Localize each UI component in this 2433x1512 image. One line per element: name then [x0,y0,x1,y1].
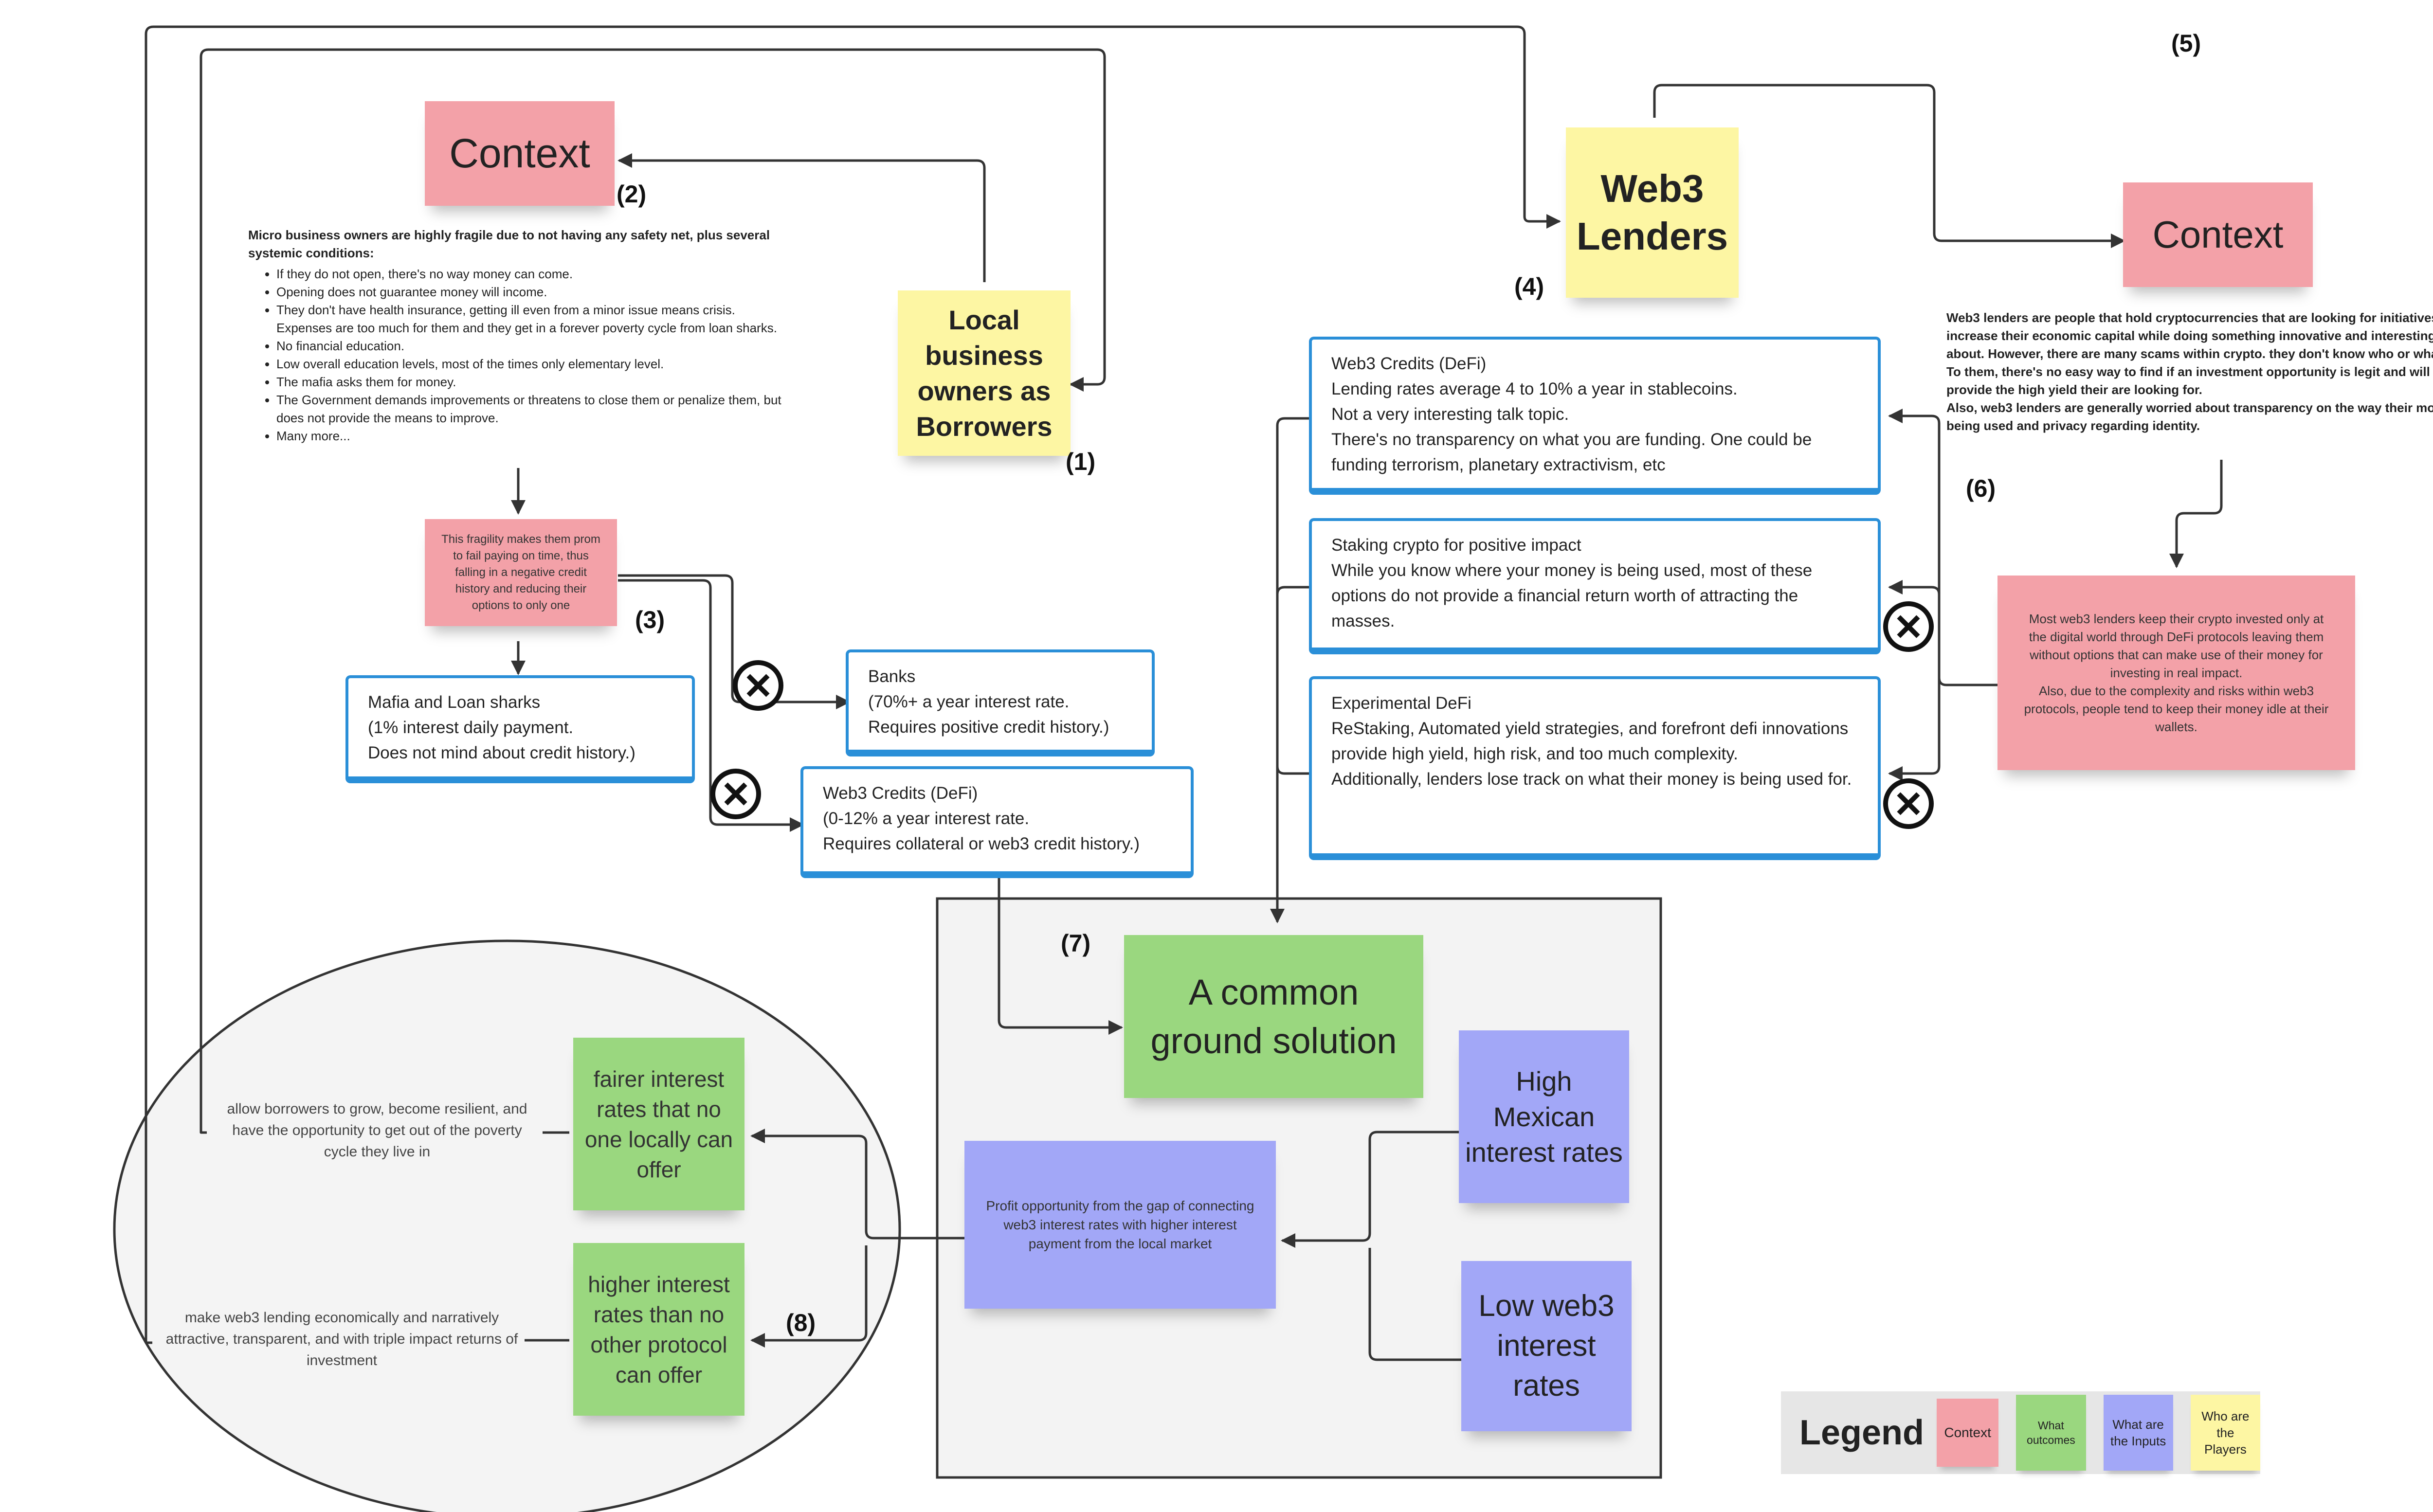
step-label-3: (3) [635,606,665,633]
lender-problem-note: Most web3 lenders keep their crypto inve… [1997,576,2355,770]
lender-note-to-staking [1888,580,1941,678]
lenders-player-note: Web3 Lenders [1566,127,1739,298]
lender-problem-text: Most web3 lenders keep their crypto inve… [2024,611,2329,734]
legend-swatch-outcomes: What outcomes [2016,1395,2086,1471]
higher-rates-note: higher interest rates than no other prot… [573,1243,744,1416]
common-ground-title: A common ground solution [1150,972,1397,1061]
context-left-title: Context [449,130,590,176]
option-staking: Staking crypto for positive impact While… [1309,518,1881,654]
staking-to-bus [1276,586,1310,595]
fragility-to-banks [618,574,851,709]
step-label-7: (7) [1061,930,1091,957]
loop-to-borrowers [200,48,1106,1134]
borrower-impact-text: allow borrowers to grow, become resilien… [227,1101,527,1160]
legend-swatch-inputs: What are the Inputs [2103,1395,2173,1471]
context-bullet: The mafia asks them for money. [276,373,786,391]
loop-to-lenders [145,25,1561,1344]
fairer-rates-note: fairer interest rates that no one locall… [573,1038,744,1210]
high-rates-to-opportunity [1281,1131,1459,1248]
borrowers-to-context [617,153,986,282]
step-label-6: (6) [1966,475,1996,502]
opportunity-to-higher [750,1245,868,1348]
lender-options-to-solution [1270,417,1310,923]
option-mafia: Mafia and Loan sharks (1% interest daily… [345,675,695,783]
web3credits-to-solution [998,878,1123,1035]
lender-note-to-options [1888,409,1997,686]
context-right-text: Web3 lenders are people that hold crypto… [1946,310,2433,433]
context-left-bullets: If they do not open, there's no way mone… [248,265,786,445]
option-defi-credits: Web3 Credits (DeFi) Lending rates averag… [1309,337,1881,495]
lenders-label: Web3 Lenders [1576,167,1728,258]
step-label-2: (2) [617,180,647,208]
borrowers-label: Local business owners as Borrowers [916,305,1053,442]
context-bullet: Low overall education levels, most of th… [276,355,786,373]
context-left-note: Context [425,101,615,206]
step-label-5: (5) [2171,30,2201,57]
legend: Legend Context What outcomes What are th… [1781,1391,2261,1474]
opportunity-text: Profit opportunity from the gap of conne… [986,1198,1254,1251]
opportunity-note: Profit opportunity from the gap of conne… [964,1141,1276,1309]
context-bullet: If they do not open, there's no way mone… [276,265,786,283]
context-bullet: Opening does not guarantee money will in… [276,283,786,301]
context-left-intro: Micro business owners are highly fragile… [248,228,770,260]
higher-rates-label: higher interest rates than no other prot… [588,1271,730,1387]
context-to-lender-note [2169,460,2223,568]
lender-note-to-experimental [1888,678,1941,781]
fairer-rates-label: fairer interest rates that no one locall… [584,1066,733,1182]
legend-swatch-players: Who are the Players [2190,1395,2261,1471]
context-left-text: Micro business owners are highly fragile… [248,226,786,445]
low-rates-note: Low web3 interest rates [1461,1261,1632,1431]
context-bullet: No financial education. [276,337,786,355]
fragility-note-text: This fragility makes them prom to fail p… [441,533,600,612]
legend-swatch-context: Context [1937,1399,1999,1467]
lender-impact-text: make web3 lending economically and narra… [165,1310,518,1368]
blocked-icon-experimental [1883,778,1934,829]
option-web3-credits: Web3 Credits (DeFi) (0-12% a year intere… [800,766,1194,878]
high-rates-label: High Mexican interest rates [1465,1066,1623,1168]
legend-label-outcomes: What outcomes [2027,1419,2075,1446]
step-label-1: (1) [1066,448,1096,475]
lenders-to-context [1653,84,2125,248]
low-rates-label: Low web3 interest rates [1478,1289,1615,1403]
blocked-icon-staking [1883,601,1934,652]
option-banks: Banks (70%+ a year interest rate. Requir… [846,649,1155,756]
opportunity-to-fairer [750,1129,964,1240]
step-label-4: (4) [1514,273,1544,300]
legend-label-players: Who are the Players [2201,1409,2250,1457]
common-ground-note: A common ground solution [1124,935,1423,1098]
experimental-to-bus [1276,766,1310,775]
context-right-title: Context [2152,213,2284,256]
option-experimental-defi: Experimental DeFi ReStaking, Automated y… [1309,676,1881,860]
borrowers-player-note: Local business owners as Borrowers [898,290,1071,456]
context-bullet: The Government demands improvements or t… [276,391,786,427]
outcomes-ellipse [113,939,901,1512]
blocked-icon-web3credits [710,769,761,819]
fragility-note: This fragility makes them prom to fail p… [425,519,617,626]
context-bullet: They don't have health insurance, gettin… [276,301,786,337]
low-rates-to-opportunity [1368,1248,1461,1361]
blocked-icon-banks [733,660,783,711]
fragility-to-web3credits [618,579,804,832]
legend-title: Legend [1799,1413,1925,1452]
high-rates-note: High Mexican interest rates [1459,1030,1629,1203]
step-label-8: (8) [786,1309,816,1336]
context-bullet: Many more... [276,427,786,445]
legend-label-inputs: What are the Inputs [2110,1417,2166,1448]
context-right-note: Context [2123,182,2313,287]
legend-label-context: Context [1944,1425,1991,1440]
